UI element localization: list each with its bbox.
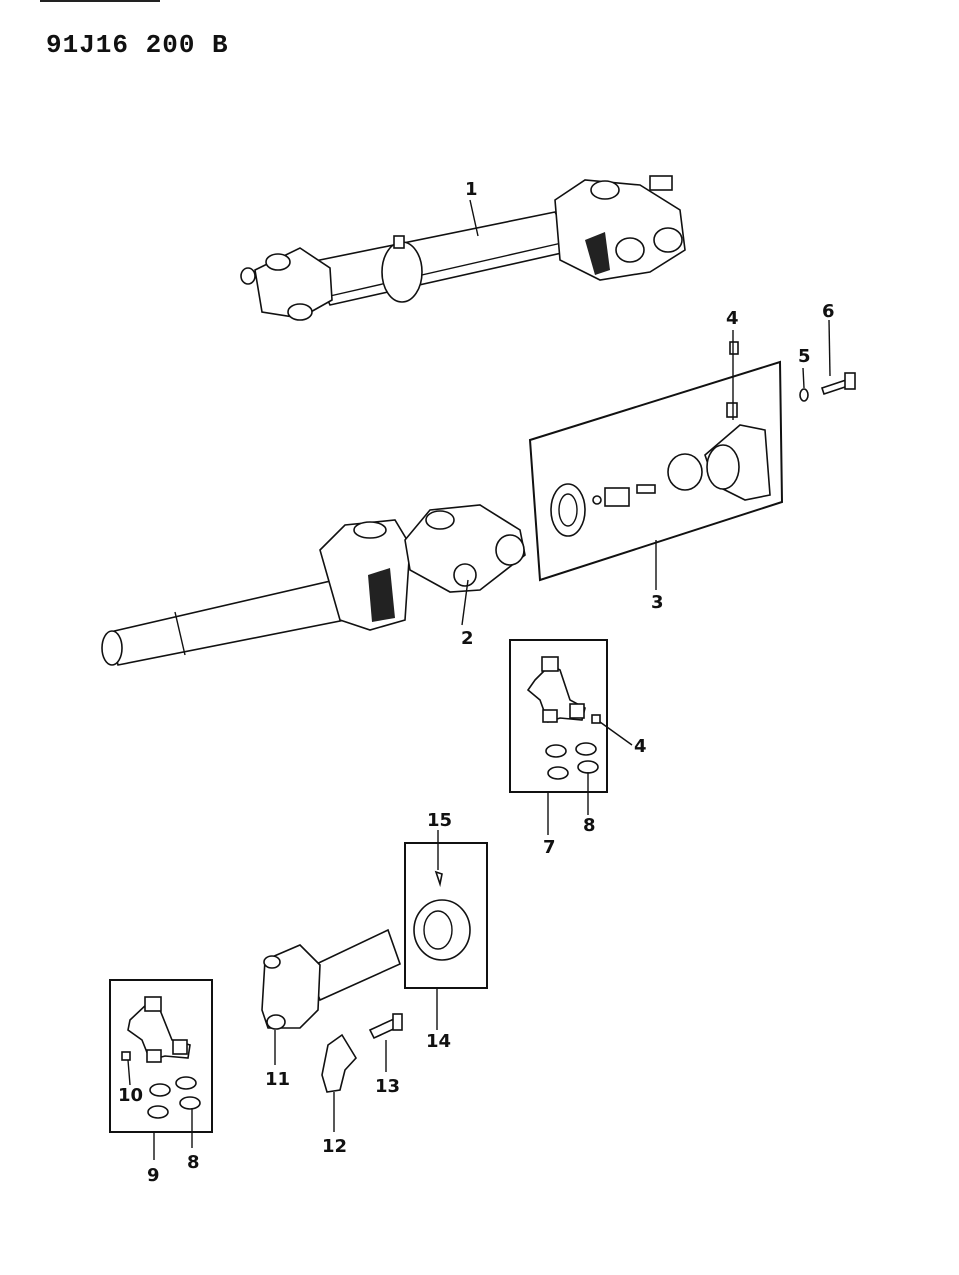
callout-8-kit7: 8 <box>583 815 596 836</box>
diagram-code: 91J16 200 B <box>46 30 229 60</box>
callout-8-kit9: 8 <box>187 1152 200 1173</box>
axle-shaft <box>101 519 411 666</box>
callout-numbers: 1 2 3 4 4 5 6 7 8 8 9 10 11 12 13 14 15 <box>118 179 835 1186</box>
callout-6: 6 <box>822 301 835 322</box>
grease-fitting-top <box>729 341 739 355</box>
driveshaft-assembly <box>240 175 686 321</box>
callout-12: 12 <box>322 1136 347 1157</box>
callout-11: 11 <box>265 1069 290 1090</box>
washer <box>799 388 809 402</box>
callout-4-kit: 4 <box>634 736 647 757</box>
u-joint-kit-box-9 <box>109 979 213 1133</box>
callout-4-top: 4 <box>726 308 739 329</box>
callout-2: 2 <box>461 628 474 649</box>
callout-9: 9 <box>147 1165 160 1186</box>
center-yoke-part-2 <box>404 504 526 593</box>
header-rule <box>40 0 160 2</box>
callout-15: 15 <box>427 810 452 831</box>
strap <box>321 1033 357 1093</box>
callout-13: 13 <box>375 1076 400 1097</box>
leader-lines <box>127 199 831 1160</box>
cv-repair-kit-box <box>528 360 784 582</box>
bolt <box>820 372 856 396</box>
u-joint-kit-box-7 <box>509 639 608 793</box>
callout-3: 3 <box>651 592 664 613</box>
callout-14: 14 <box>426 1031 451 1052</box>
slip-yoke <box>261 928 401 1030</box>
callout-5: 5 <box>798 346 811 367</box>
callout-7: 7 <box>543 837 556 858</box>
center-bearing-box <box>404 842 488 989</box>
callout-1: 1 <box>465 179 478 200</box>
callout-10: 10 <box>118 1085 143 1106</box>
strap-bolt <box>368 1013 403 1040</box>
